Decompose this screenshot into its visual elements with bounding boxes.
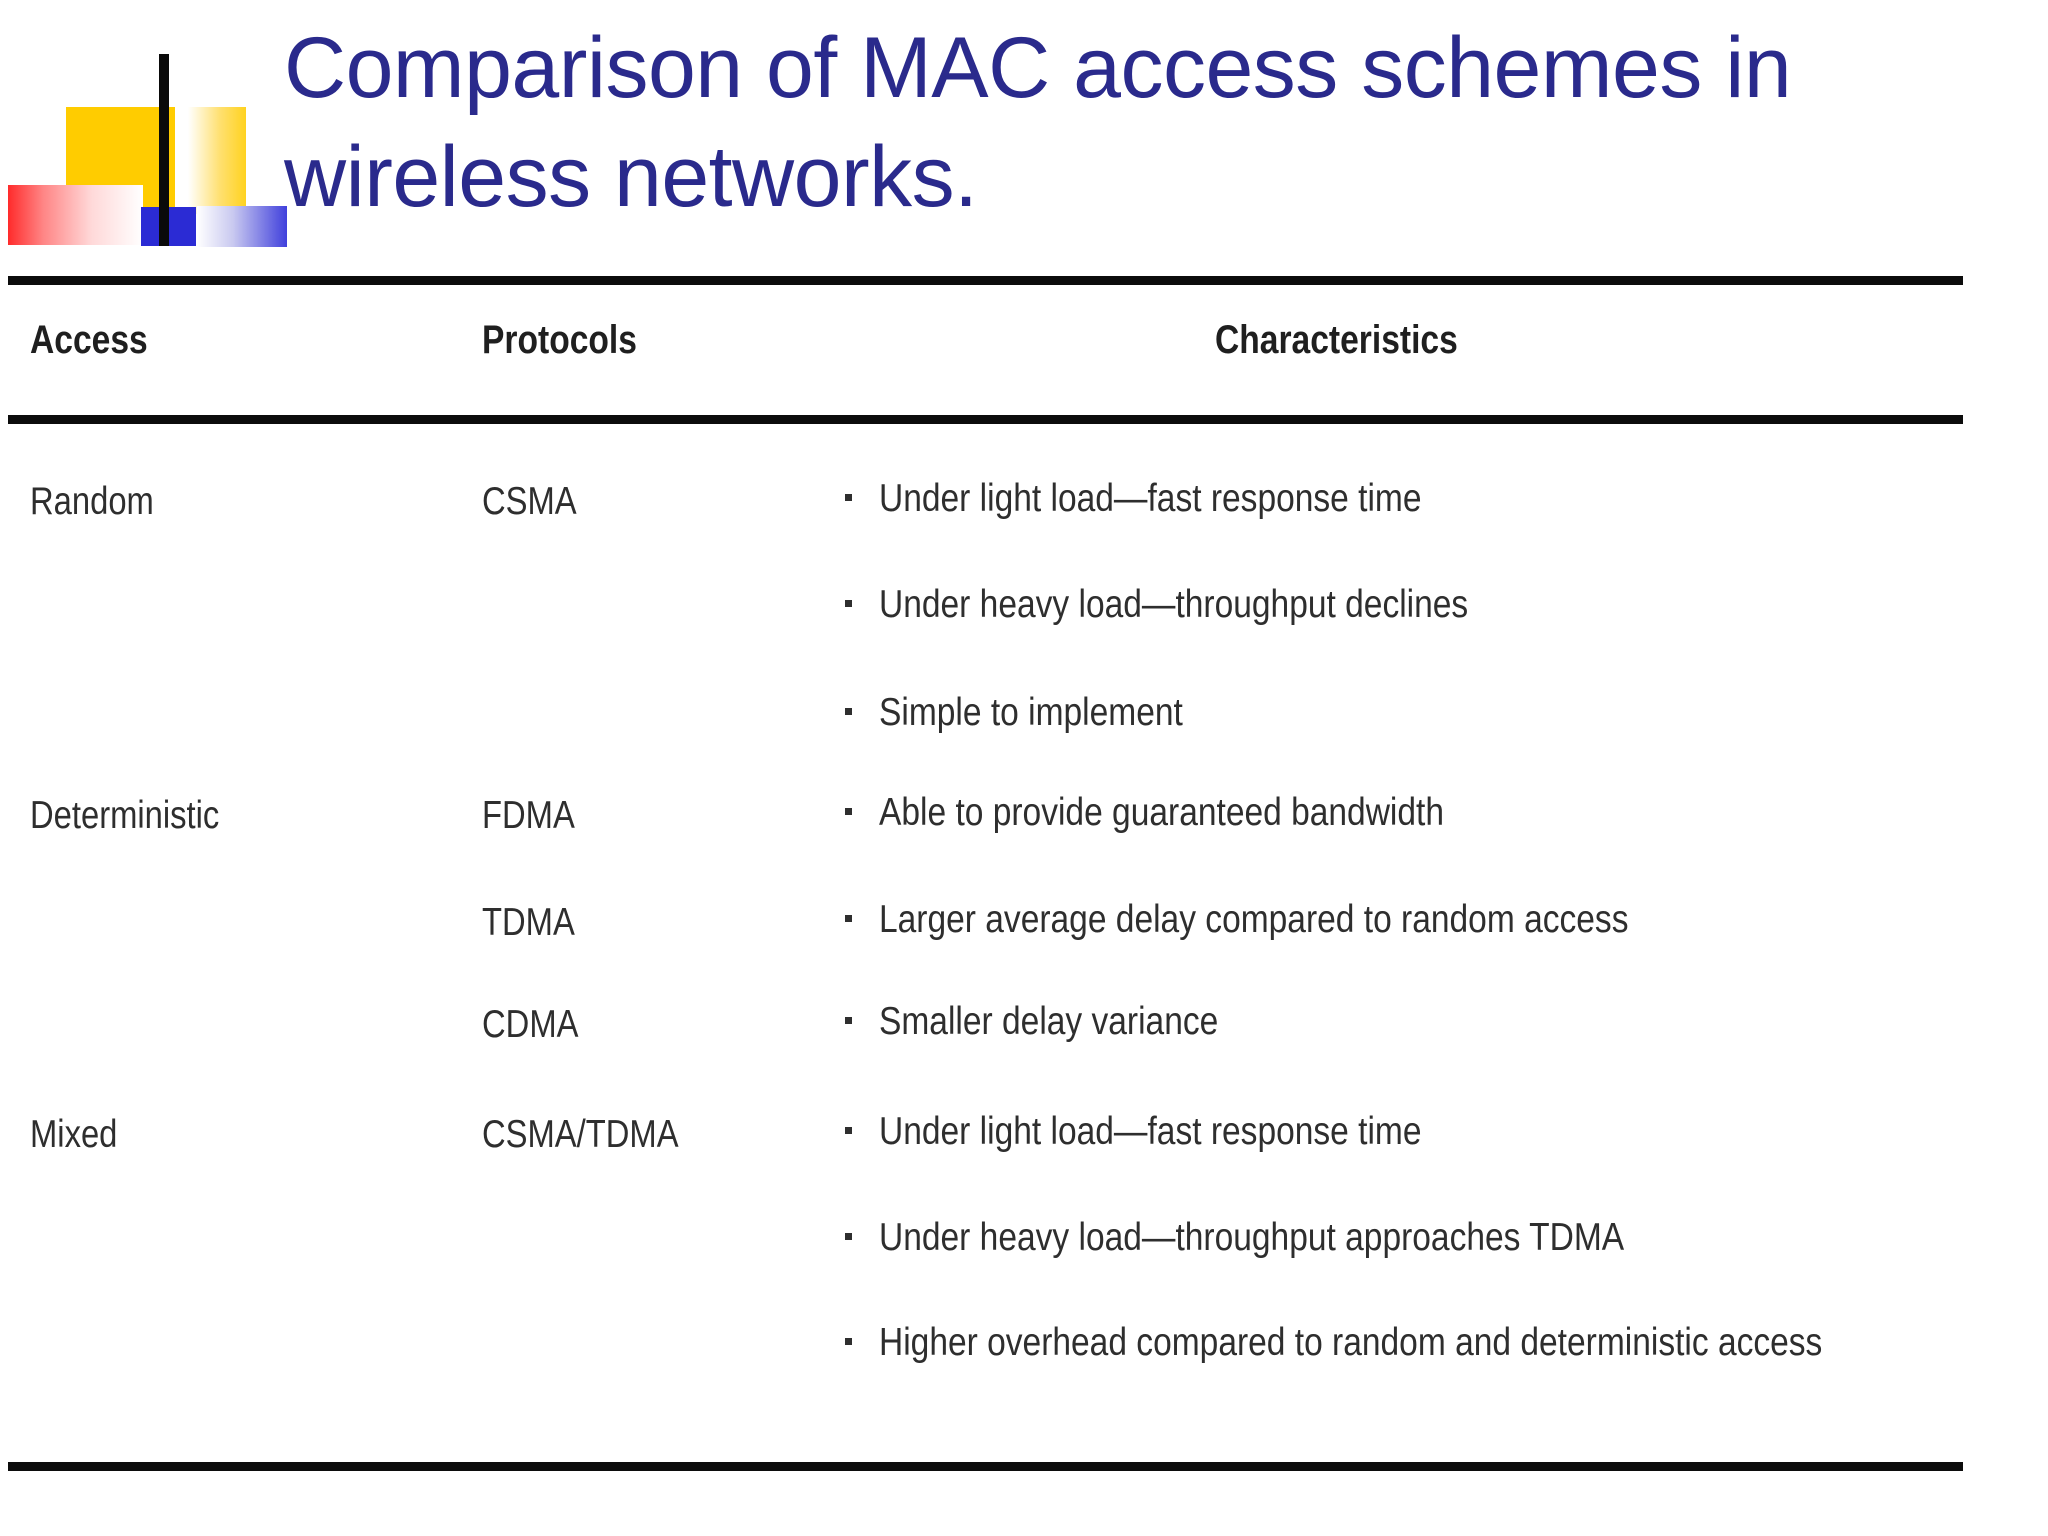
bullet-icon bbox=[845, 707, 852, 715]
list-item: Under heavy load—throughput declines bbox=[845, 582, 1985, 628]
cell-access-random: Random bbox=[30, 480, 154, 523]
cell-protocol-csma-tdma: CSMA/TDMA bbox=[482, 1113, 716, 1157]
bullet-icon bbox=[845, 1016, 852, 1024]
cell-protocol-cdma-label: CDMA bbox=[482, 1003, 579, 1046]
bullet-text: Larger average delay compared to random … bbox=[879, 898, 1629, 941]
cell-protocol-tdma: TDMA bbox=[482, 901, 593, 945]
list-item: Larger average delay compared to random … bbox=[845, 897, 1985, 943]
bullet-text: Smaller delay variance bbox=[879, 1000, 1219, 1043]
cell-protocol-csma-tdma-label: CSMA/TDMA bbox=[482, 1113, 679, 1156]
bullet-icon bbox=[845, 1337, 852, 1345]
list-item: Under light load—fast response time bbox=[845, 1109, 1985, 1155]
cell-access-deterministic: Deterministic bbox=[30, 794, 220, 837]
bullet-icon bbox=[845, 914, 852, 922]
column-header-access: Access bbox=[30, 318, 170, 364]
bullet-icon bbox=[845, 599, 852, 607]
list-item: Under light load—fast response time bbox=[845, 476, 1985, 522]
logo-yellow-gradient-square bbox=[188, 107, 246, 214]
bullet-text: Under heavy load—throughput declines bbox=[879, 583, 1469, 626]
logo-red-gradient-bar bbox=[8, 185, 143, 245]
table-header-rule bbox=[8, 415, 1963, 424]
cell-protocol-cdma: CDMA bbox=[482, 1003, 597, 1047]
bullet-icon bbox=[845, 1126, 852, 1134]
cell-protocol-tdma-label: TDMA bbox=[482, 901, 575, 944]
list-item: Smaller delay variance bbox=[845, 999, 1985, 1045]
bullet-text: Able to provide guaranteed bandwidth bbox=[879, 791, 1445, 834]
cell-protocol-fdma-label: FDMA bbox=[482, 794, 575, 837]
powerpoint-design-mark-icon bbox=[8, 54, 287, 247]
title-area: Comparison of MAC access schemes in wire… bbox=[0, 0, 2048, 278]
column-header-characteristics: Characteristics bbox=[1215, 318, 1504, 364]
logo-black-vertical-bar bbox=[159, 54, 169, 246]
list-item: Under heavy load—throughput approaches T… bbox=[845, 1215, 1985, 1261]
bullet-text: Higher overhead compared to random and d… bbox=[879, 1321, 1823, 1364]
table-top-rule bbox=[8, 276, 1963, 285]
cell-access-mixed: Mixed bbox=[30, 1113, 118, 1156]
bullet-text: Under heavy load—throughput approaches T… bbox=[879, 1216, 1625, 1259]
bullet-icon bbox=[845, 1232, 852, 1240]
bullet-text: Simple to implement bbox=[879, 691, 1183, 734]
bullet-text: Under light load—fast response time bbox=[879, 1110, 1422, 1153]
list-item: Simple to implement bbox=[845, 690, 1985, 736]
cell-protocol-csma: CSMA bbox=[482, 480, 595, 524]
table-row: Mixed bbox=[30, 1113, 134, 1157]
bullet-icon bbox=[845, 493, 852, 501]
table-row: Random bbox=[30, 480, 177, 524]
bullet-icon bbox=[845, 807, 852, 815]
table-bottom-rule bbox=[8, 1462, 1963, 1471]
page-title: Comparison of MAC access schemes in wire… bbox=[284, 20, 1792, 226]
list-item: Higher overhead compared to random and d… bbox=[845, 1320, 1822, 1366]
cell-protocol-csma-label: CSMA bbox=[482, 480, 577, 523]
cell-protocol-fdma: FDMA bbox=[482, 794, 593, 838]
column-header-protocols-label: Protocols bbox=[482, 318, 637, 362]
logo-blue-gradient-bar bbox=[197, 206, 287, 247]
column-header-characteristics-label: Characteristics bbox=[1215, 318, 1458, 362]
list-item: Able to provide guaranteed bandwidth bbox=[845, 790, 1985, 836]
table-row: Deterministic bbox=[30, 794, 255, 838]
bullet-text: Under light load—fast response time bbox=[879, 477, 1422, 520]
column-header-access-label: Access bbox=[30, 318, 148, 362]
column-header-protocols: Protocols bbox=[482, 318, 666, 364]
